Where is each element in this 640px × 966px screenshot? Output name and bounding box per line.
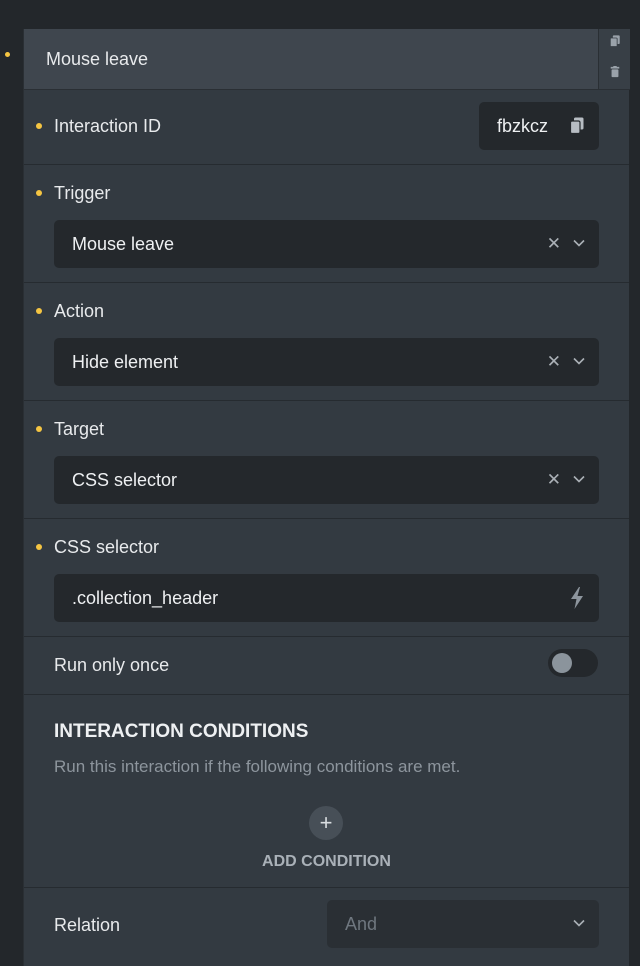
run-once-label: Run only once [54,655,170,675]
relation-select[interactable]: And [327,900,599,948]
copy-icon[interactable] [609,35,621,47]
indicator-dot [36,544,42,550]
interaction-id-value: fbzkcz [497,116,549,136]
relation-value: And [345,914,378,934]
interaction-id-row: Interaction ID fbzkcz [24,90,629,165]
run-once-row: Run only once [24,637,629,695]
css-selector-input[interactable]: .collection_header [54,574,599,622]
indicator-dot [36,190,42,196]
interaction-title: Mouse leave [46,49,149,69]
trash-icon[interactable] [609,66,621,78]
clear-icon[interactable]: ✕ [546,470,561,489]
action-row: Action Hide element ✕ [24,283,629,401]
css-selector-label: CSS selector [54,537,160,557]
conditions-title: INTERACTION CONDITIONS [54,721,309,742]
chevron-down-icon[interactable] [573,357,585,365]
action-value: Hide element [72,352,179,372]
interaction-panel: Mouse leave Interaction ID fbzkcz Trigge… [23,29,630,966]
outer-indicator-dot [5,52,10,57]
css-selector-row: CSS selector .collection_header [24,519,629,637]
chevron-down-icon[interactable] [573,919,585,927]
target-select[interactable]: CSS selector ✕ [54,456,599,504]
add-condition-label[interactable]: ADD CONDITION [262,853,391,870]
interaction-id-label: Interaction ID [54,116,162,136]
action-label: Action [54,301,105,321]
trigger-select[interactable]: Mouse leave ✕ [54,220,599,268]
trigger-value: Mouse leave [72,234,175,254]
clear-icon[interactable]: ✕ [546,352,561,371]
indicator-dot [36,426,42,432]
trigger-row: Trigger Mouse leave ✕ [24,165,629,283]
target-label: Target [54,419,105,439]
indicator-dot [36,308,42,314]
conditions-section: INTERACTION CONDITIONS Run this interact… [24,695,629,888]
clear-icon[interactable]: ✕ [546,234,561,253]
conditions-description: Run this interaction if the following co… [54,757,461,776]
chevron-down-icon[interactable] [573,475,585,483]
relation-label: Relation [54,915,121,935]
indicator-dot [36,123,42,129]
interaction-id-field[interactable]: fbzkcz [479,102,599,150]
toggle-knob [552,653,572,673]
chevron-down-icon[interactable] [573,239,585,247]
add-condition-button[interactable]: + [309,806,343,840]
css-selector-value: .collection_header [72,588,219,608]
relation-row: Relation And [24,888,629,966]
copy-icon[interactable] [570,117,584,134]
header-actions [598,29,630,90]
target-value: CSS selector [72,470,178,490]
lightning-icon[interactable] [570,587,584,609]
target-row: Target CSS selector ✕ [24,401,629,519]
action-select[interactable]: Hide element ✕ [54,338,599,386]
trigger-label: Trigger [54,183,111,203]
interaction-header[interactable]: Mouse leave [24,29,598,90]
run-once-toggle[interactable] [548,649,598,677]
